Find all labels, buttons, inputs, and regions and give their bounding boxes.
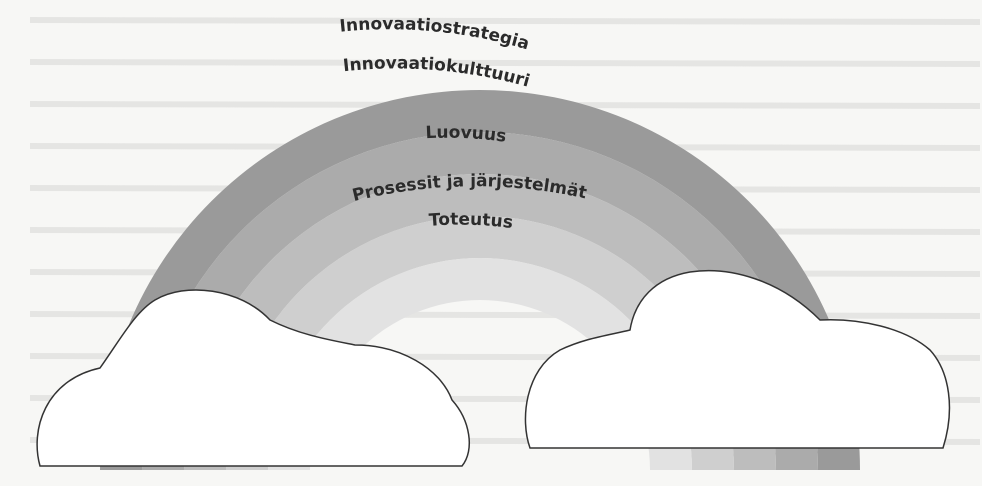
label-innovaatiokulttuuri: Innovaatiokulttuuri xyxy=(342,53,532,91)
label-innovaatiostrategia: Innovaatiostrategia xyxy=(339,14,532,54)
label-toteutus: Toteutus xyxy=(428,210,514,233)
